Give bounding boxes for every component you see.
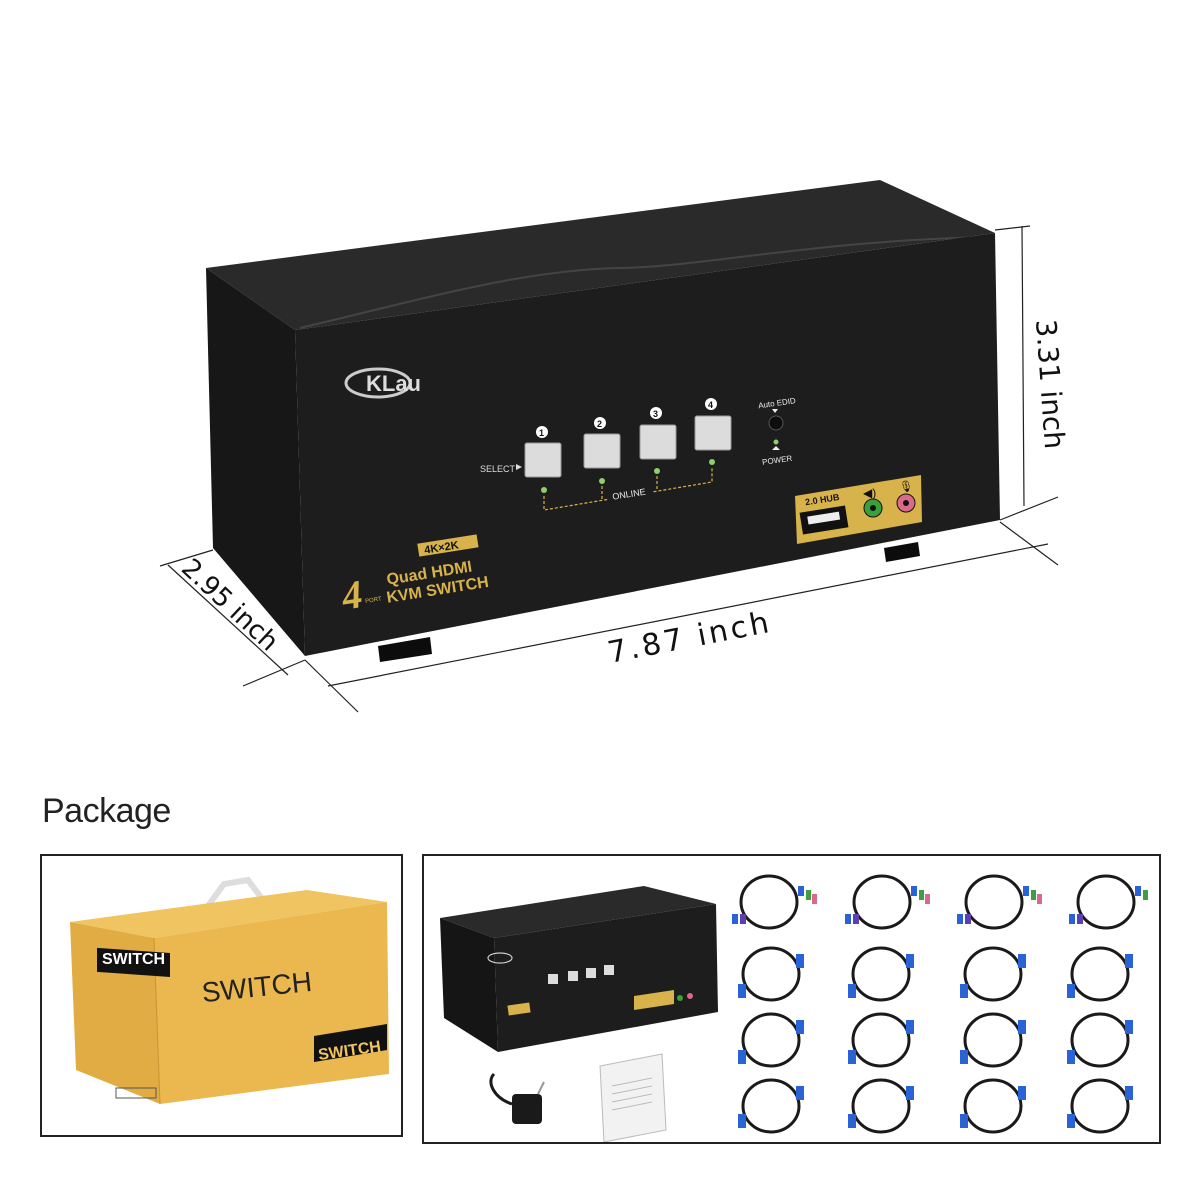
- package-contents: [440, 874, 1148, 1143]
- port-3-button[interactable]: [639, 424, 677, 460]
- port-1-button[interactable]: [524, 442, 562, 478]
- package-heading: Package: [42, 792, 171, 830]
- button-number-1: 1: [539, 428, 544, 438]
- packaging-box-panel: SWITCH SWITCH SWITCH: [40, 854, 403, 1137]
- dimension-lines: [159, 225, 1059, 713]
- brand-logo: KLau: [366, 371, 421, 396]
- handling-symbols-icon: [115, 1087, 157, 1099]
- auto-edid-button[interactable]: [768, 415, 784, 431]
- kvm-cables: [739, 874, 1136, 930]
- resolution-badge: 4K×2K: [424, 539, 460, 556]
- height-dimension: 3.31 inch: [1029, 318, 1071, 450]
- speaker-icon: ◀): [863, 486, 876, 500]
- packaging-box: SWITCH SWITCH SWITCH: [70, 876, 389, 1105]
- device-top: [206, 180, 995, 330]
- kvm-cable-connectors: [732, 886, 1148, 924]
- brand-logo-icon: [344, 367, 412, 399]
- power-adapter-icon: [489, 1072, 545, 1124]
- hdmi-cables: [741, 946, 1130, 1134]
- kvm-switch-device: KLau SELECT 1 2 3 4: [206, 180, 1000, 662]
- mini-kvm-switch: [440, 886, 718, 1052]
- select-label: SELECT: [480, 464, 516, 474]
- microphone-icon: 🎙: [899, 480, 913, 493]
- port-4-button[interactable]: [694, 415, 732, 451]
- power-led: [773, 439, 779, 445]
- box-corner-label: SWITCH: [102, 951, 165, 968]
- port-2-button[interactable]: [583, 433, 621, 469]
- hdmi-connectors: [738, 954, 1133, 1128]
- button-number-4: 4: [708, 400, 713, 410]
- button-number-3: 3: [653, 409, 658, 419]
- power-label: POWER: [762, 454, 793, 467]
- package-contents-panel: [422, 854, 1161, 1144]
- port-word: PORT: [365, 596, 383, 605]
- select-buttons: SELECT 1 2 3 4 ONLINE: [480, 398, 732, 511]
- button-number-2: 2: [597, 419, 602, 429]
- device-left-side: [206, 268, 305, 656]
